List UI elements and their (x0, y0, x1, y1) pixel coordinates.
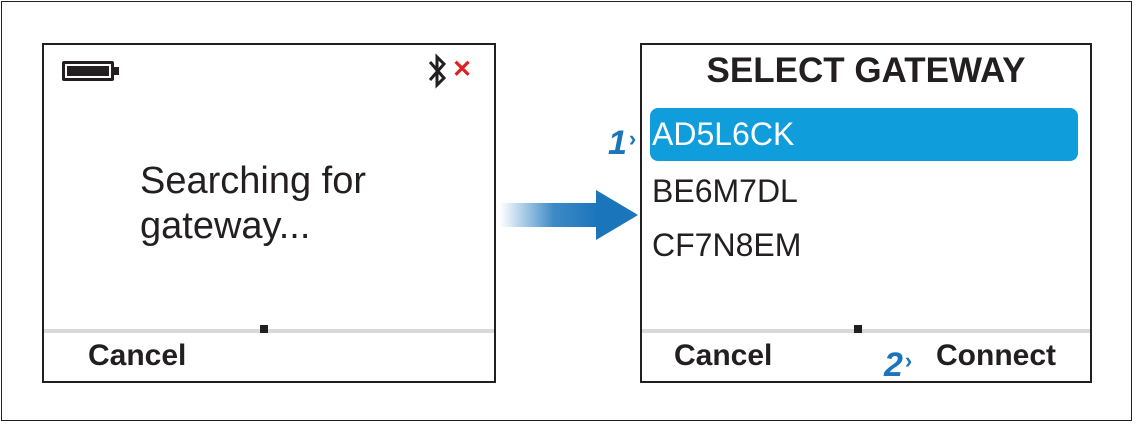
select-gateway-screen: SELECT GATEWAY AD5L6CK BE6M7DL CF7N8EM C… (640, 43, 1092, 383)
gateway-item[interactable]: CF7N8EM (652, 227, 802, 263)
transition-arrow-icon (500, 190, 638, 240)
softkey-tick (260, 325, 268, 333)
cancel-softkey[interactable]: Cancel (88, 339, 187, 372)
searching-screen: ✕ Searching for gateway... Cancel (42, 43, 496, 383)
gateway-item-selected[interactable]: AD5L6CK (650, 108, 1078, 161)
step-2-marker: 2› (884, 344, 912, 382)
searching-message: Searching for gateway... (140, 160, 367, 247)
screen-title: SELECT GATEWAY (706, 51, 1026, 90)
battery-full-icon (62, 61, 119, 81)
step-1-number: 1 (608, 124, 627, 162)
cancel-softkey[interactable]: Cancel (674, 339, 773, 372)
softkey-tick (854, 325, 862, 333)
step-2-number: 2 (884, 346, 903, 384)
chevron-right-icon: › (628, 126, 637, 151)
connect-softkey[interactable]: Connect (936, 339, 1056, 372)
softkey-divider (44, 325, 494, 333)
softkey-divider (642, 325, 1090, 333)
bluetooth-icon (428, 53, 447, 89)
disconnected-x-icon: ✕ (452, 56, 473, 83)
chevron-right-icon: › (904, 348, 913, 373)
gateway-item[interactable]: BE6M7DL (652, 173, 798, 209)
step-1-marker: 1› (608, 122, 636, 160)
